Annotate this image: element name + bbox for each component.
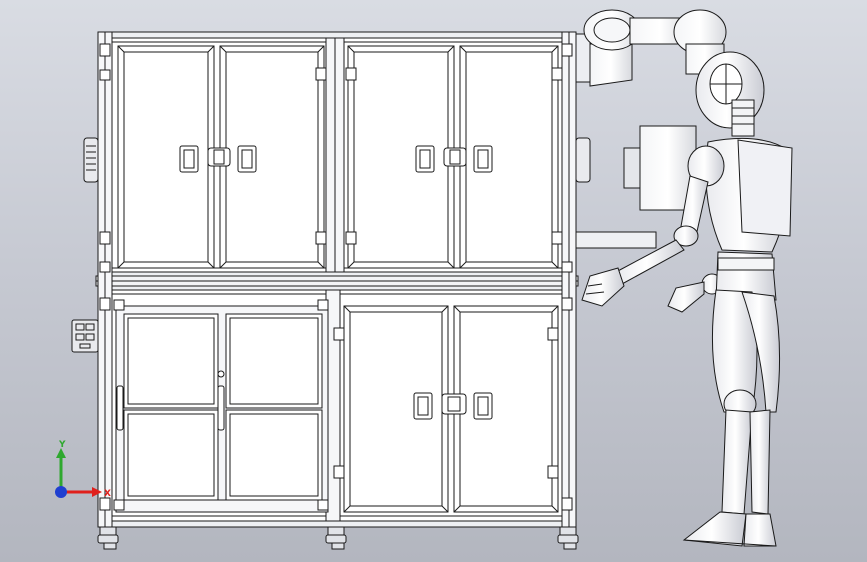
leveling-feet xyxy=(97,526,579,550)
cabinet-assembly[interactable] xyxy=(71,31,591,550)
lower-left-glazed-cabinet[interactable] xyxy=(115,305,329,513)
control-box-icon[interactable] xyxy=(71,319,99,353)
hinge-brackets xyxy=(99,43,573,511)
humanoid-figure[interactable] xyxy=(581,51,793,547)
robot-hand-icon[interactable] xyxy=(667,281,705,313)
robot-hand-icon[interactable] xyxy=(581,267,625,307)
sliding-handle[interactable] xyxy=(217,385,225,431)
door-handle-icon[interactable] xyxy=(413,392,493,420)
door-handle-icon[interactable] xyxy=(179,145,257,173)
upper-right-cabinet[interactable] xyxy=(347,45,559,269)
upper-left-cabinet[interactable] xyxy=(117,45,325,269)
robot-feet xyxy=(682,511,777,547)
x-axis-label: X xyxy=(104,489,111,499)
door-handle-icon[interactable] xyxy=(415,145,493,173)
z-axis-icon xyxy=(55,486,67,498)
lower-right-cabinet[interactable] xyxy=(343,305,559,513)
robot-arm[interactable] xyxy=(575,9,727,249)
side-handle-icon[interactable] xyxy=(575,137,591,183)
sliding-handle[interactable] xyxy=(116,385,124,431)
coordinate-triad: Y X xyxy=(55,440,111,499)
y-axis-label: Y xyxy=(58,440,66,450)
side-handle-icon[interactable] xyxy=(83,137,99,183)
